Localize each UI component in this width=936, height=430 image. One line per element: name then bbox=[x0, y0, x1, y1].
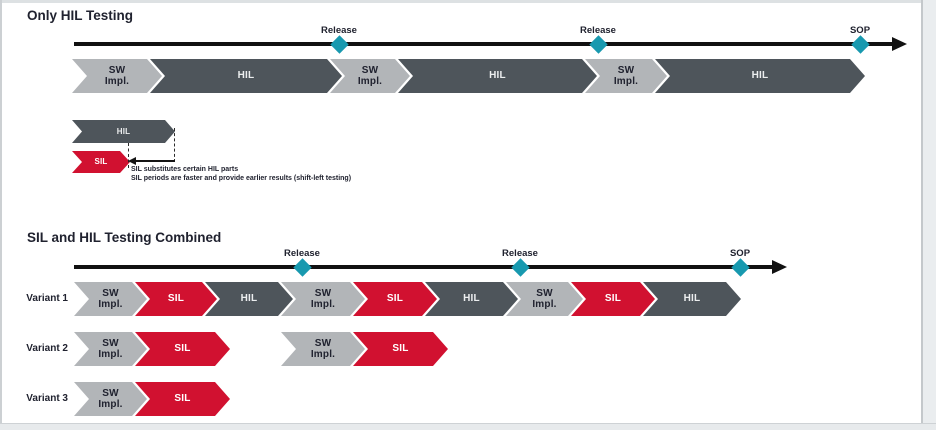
chevron-sw-impl: SW Impl. bbox=[74, 332, 147, 366]
window-frame-right bbox=[923, 0, 936, 430]
milestone-diamond-icon bbox=[588, 34, 608, 54]
chevron-hil: HIL bbox=[643, 282, 741, 316]
milestone-diamond-icon bbox=[329, 34, 349, 54]
milestone-diamond-icon bbox=[292, 257, 312, 277]
chevron-sw-impl: SW Impl. bbox=[74, 282, 147, 316]
window-frame-top bbox=[0, 0, 936, 3]
chevron-hil: HIL bbox=[655, 59, 865, 93]
chevron-sil: SIL bbox=[353, 282, 437, 316]
legend-note-line-2: SIL periods are faster and provide earli… bbox=[131, 175, 352, 182]
legend-arrow-line bbox=[135, 160, 175, 162]
chevron-hil: HIL bbox=[425, 282, 518, 316]
variant-label: Variant 2 bbox=[26, 343, 68, 354]
window-frame-left bbox=[0, 0, 2, 430]
milestone-diamond-icon bbox=[850, 34, 870, 54]
legend-dashed-line-left bbox=[128, 143, 129, 168]
legend-dashed-line-right bbox=[174, 128, 175, 162]
chevron-hil: HIL bbox=[398, 59, 597, 93]
chevron-hil: HIL bbox=[205, 282, 293, 316]
chevron-sil: SIL bbox=[135, 332, 230, 366]
chevron-sil: SIL bbox=[135, 282, 217, 316]
chevron-sil: SIL bbox=[135, 382, 230, 416]
chevron-sil: SIL bbox=[571, 282, 655, 316]
timeline-bottom-arrowhead-icon bbox=[772, 259, 787, 274]
milestone-label: Release bbox=[284, 248, 320, 259]
milestone-diamond-icon bbox=[510, 257, 530, 277]
chevron-sil: SIL bbox=[72, 151, 130, 173]
section-title-sil-and-hil-combined: SIL and HIL Testing Combined bbox=[27, 230, 222, 245]
milestone-label: Release bbox=[580, 25, 616, 36]
variant-label: Variant 1 bbox=[26, 293, 68, 304]
timeline-top-arrowhead-icon bbox=[892, 36, 907, 51]
milestone-label: Release bbox=[321, 25, 357, 36]
chevron-sw-impl: SW Impl. bbox=[281, 332, 365, 366]
chevron-sw-impl: SW Impl. bbox=[330, 59, 410, 93]
section-title-only-hil-testing: Only HIL Testing bbox=[27, 8, 134, 23]
chevron-sw-impl: SW Impl. bbox=[585, 59, 667, 93]
chevron-sil: SIL bbox=[353, 332, 448, 366]
milestone-diamond-icon bbox=[730, 257, 750, 277]
chevron-sw-impl: SW Impl. bbox=[72, 59, 162, 93]
chevron-hil: HIL bbox=[150, 59, 342, 93]
timeline-bottom-line bbox=[74, 265, 773, 269]
milestone-label: SOP bbox=[849, 25, 871, 36]
legend-arrow-left-icon bbox=[128, 156, 136, 165]
variant-label: Variant 3 bbox=[26, 393, 68, 404]
legend-note-line-1: SIL substitutes certain HIL parts bbox=[131, 166, 239, 173]
chevron-hil: HIL bbox=[72, 120, 175, 143]
window-frame-bottom-line bbox=[0, 423, 936, 424]
milestone-label: SOP bbox=[729, 248, 751, 259]
timeline-top-line bbox=[74, 42, 893, 46]
window-frame-bottom bbox=[0, 424, 936, 430]
chevron-sw-impl: SW Impl. bbox=[74, 382, 147, 416]
window-frame-right-line bbox=[921, 0, 923, 430]
chevron-sw-impl: SW Impl. bbox=[281, 282, 365, 316]
milestone-label: Release bbox=[502, 248, 538, 259]
